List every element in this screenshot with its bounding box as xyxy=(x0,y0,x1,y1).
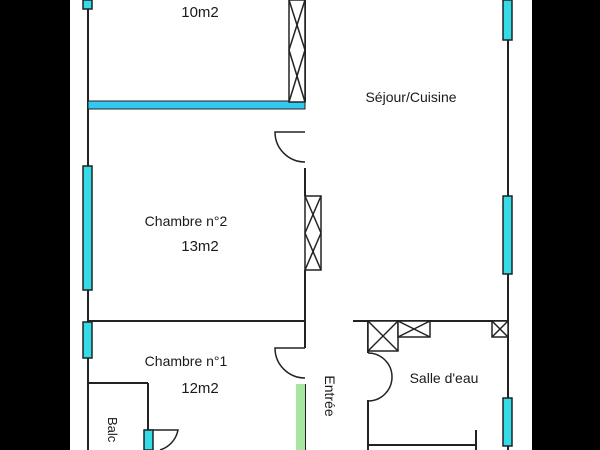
closet-chambre2 xyxy=(304,195,322,271)
glass-partition xyxy=(87,100,306,110)
chambre2-door xyxy=(274,131,306,163)
window-chambre1 xyxy=(82,321,93,359)
window-sejour-top xyxy=(502,0,513,41)
window-salle-deau xyxy=(502,397,513,447)
windows xyxy=(82,0,513,450)
entree-label: Entrée xyxy=(322,375,338,416)
window-sejour-bottom xyxy=(502,195,513,275)
chambre1-label: Chambre n°1 xyxy=(145,353,228,369)
window-chambre2 xyxy=(82,165,93,291)
sejour-label: Séjour/Cuisine xyxy=(365,89,456,105)
door-swings xyxy=(148,131,393,450)
balcony-door xyxy=(148,429,179,450)
salle-deau-label: Salle d'eau xyxy=(410,370,479,386)
window-balcony xyxy=(143,429,154,450)
window-top-room xyxy=(82,0,93,10)
salle-deau-door xyxy=(367,352,393,402)
chambre2-label: Chambre n°2 xyxy=(145,213,228,229)
closets xyxy=(288,0,509,352)
entry-door xyxy=(296,384,305,450)
chambre2-area: 13m2 xyxy=(181,238,219,255)
chambre1-door xyxy=(274,347,306,379)
closet-top-room xyxy=(288,0,306,103)
balcon-label: Balc xyxy=(105,417,120,443)
top-room-area: 10m2 xyxy=(181,4,219,21)
chambre1-area: 12m2 xyxy=(181,380,219,397)
